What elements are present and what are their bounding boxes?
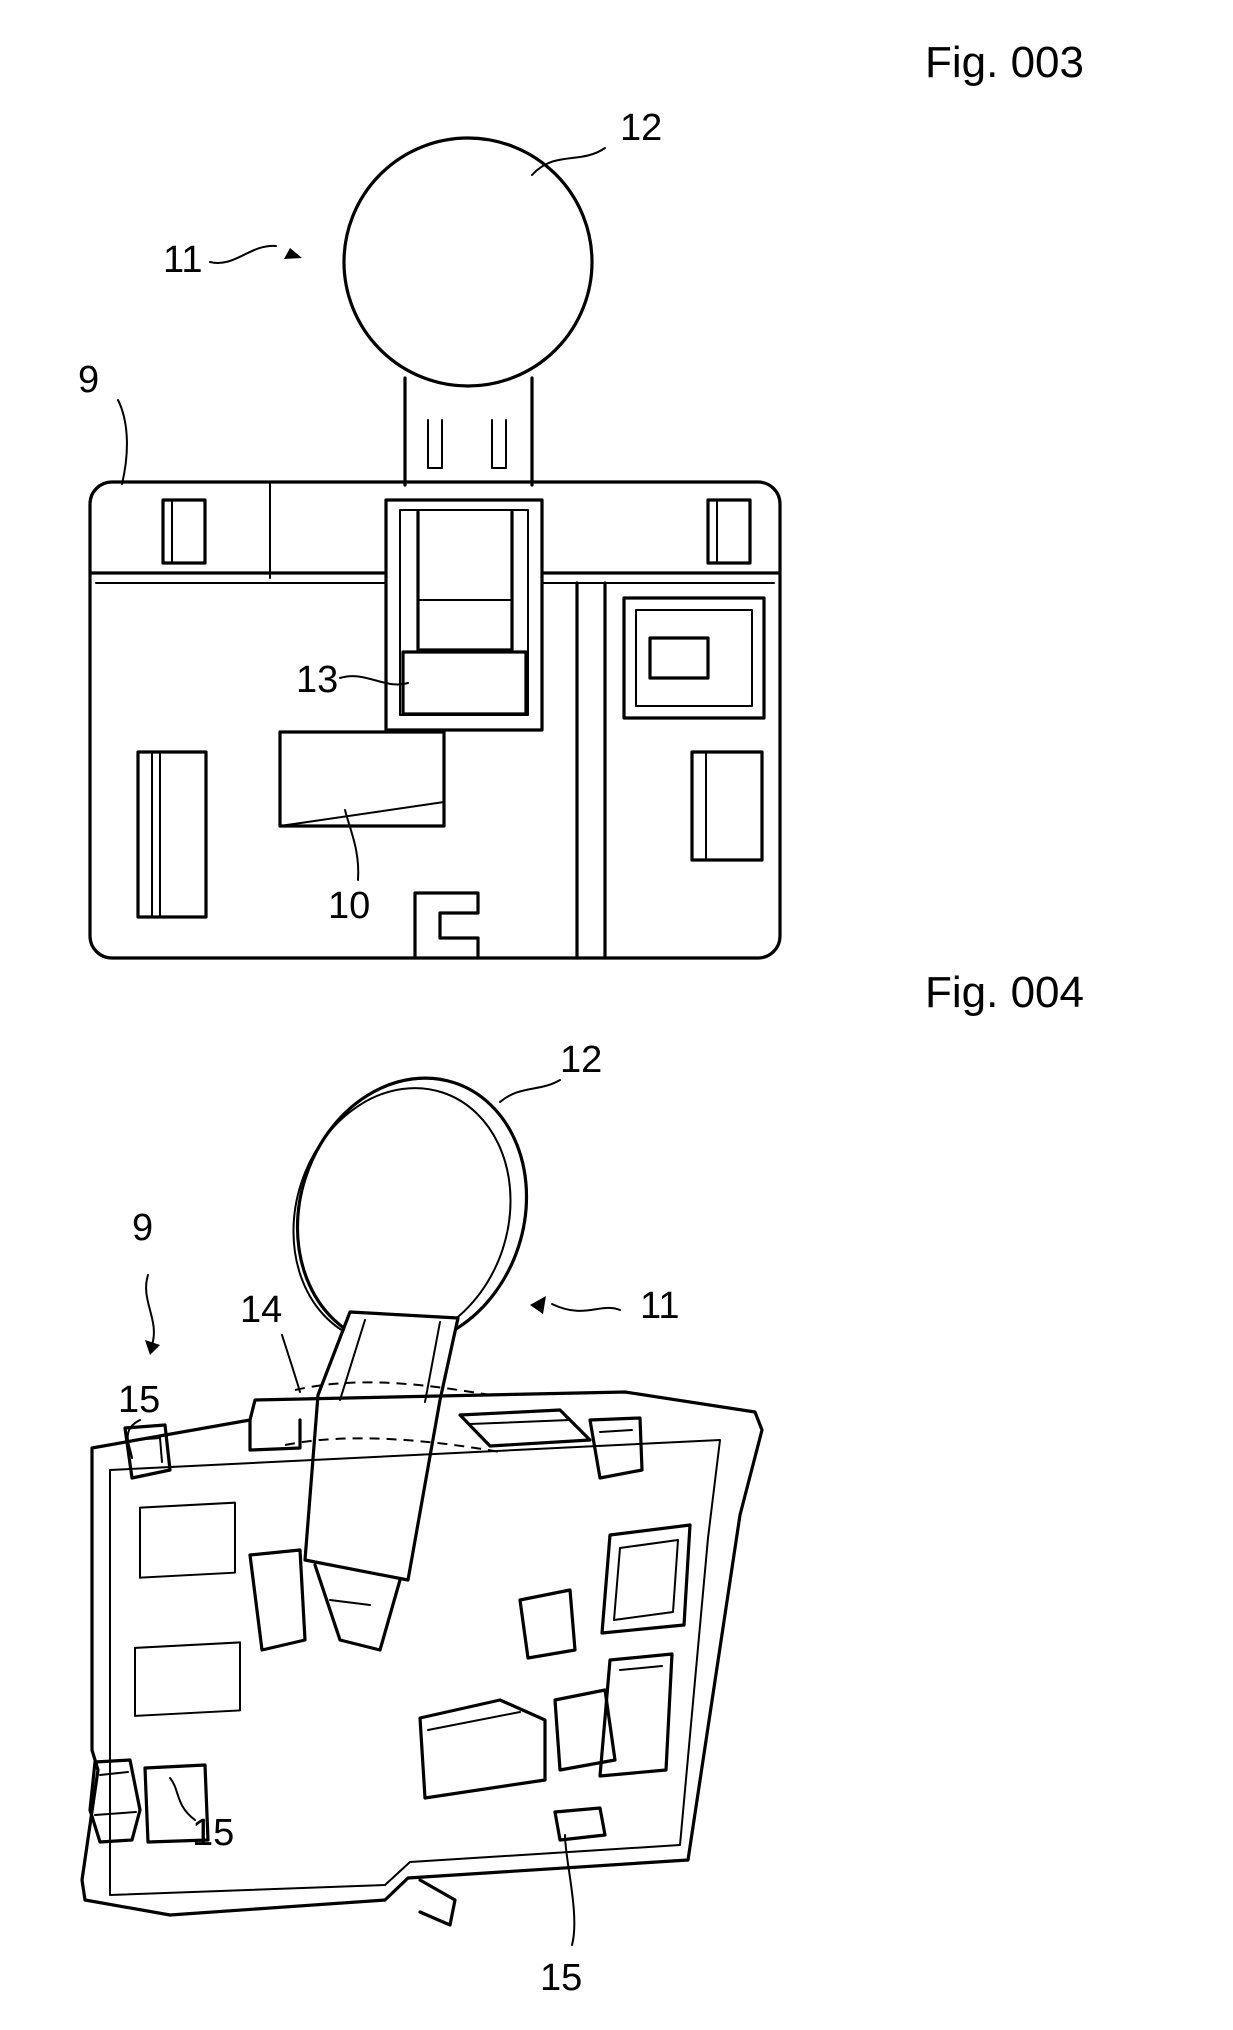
fig4-label-12: 12 [560, 1039, 602, 1081]
fig3-bottom-clip [415, 893, 478, 958]
fig3-stem [405, 378, 532, 485]
fig4-clip-top-right-inner [600, 1430, 632, 1432]
fig3-right-window [692, 752, 762, 860]
fig4-top-step-left [250, 1420, 300, 1450]
fig3-label-12: 12 [620, 107, 662, 149]
fig4-arrow-11 [530, 1296, 546, 1314]
fig4-label-15-mid-left: 15 [192, 1812, 234, 1854]
fig4-latch-prongs [315, 1565, 400, 1650]
fig4-left-comp-1 [140, 1503, 235, 1578]
fig4-left-comp-2 [135, 1642, 240, 1716]
fig4-label-14: 14 [240, 1289, 282, 1331]
fig3-part-10-edge [280, 802, 444, 826]
fig4-leader-11 [552, 1304, 620, 1311]
fig3-right-recess [624, 598, 764, 718]
fig-004-drawing: 12 11 9 14 15 15 15 [82, 1039, 762, 1999]
fig4-leader-9 [146, 1275, 154, 1345]
fig4-left-block [250, 1550, 305, 1650]
fig3-label-13: 13 [296, 659, 338, 701]
fig4-leader-14 [282, 1335, 300, 1392]
fig4-label-15-top-left: 15 [118, 1379, 160, 1421]
fig4-right-comp-1-inner [614, 1540, 678, 1620]
fig3-label-9: 9 [78, 359, 99, 401]
fig4-center-wedge [420, 1700, 545, 1798]
fig4-clip-mid-left-inner [95, 1772, 136, 1815]
fig3-label-10: 10 [328, 885, 370, 927]
fig3-left-window-inner [152, 752, 160, 917]
fig3-window-right [708, 500, 750, 563]
fig4-label-15-bottom: 15 [540, 1957, 582, 1999]
fig3-left-window [138, 752, 206, 917]
fig3-right-recess-core [650, 638, 708, 678]
fig4-top-ridge-line [470, 1420, 570, 1424]
fig4-clip-bottom-right [555, 1808, 605, 1840]
fig4-right-comp-2 [600, 1654, 672, 1776]
fig4-right-block [520, 1590, 575, 1658]
fig4-right-comp-2-inner [620, 1666, 662, 1670]
fig3-part-10 [280, 732, 444, 826]
fig3-leader-10 [345, 810, 358, 880]
fig4-top-ridge [460, 1410, 590, 1446]
fig3-divider [577, 583, 605, 958]
fig3-right-recess-inner [636, 610, 752, 706]
fig4-leader-12 [500, 1080, 560, 1102]
fig3-stem-slots [428, 420, 506, 468]
fig3-latch-housing [386, 500, 542, 730]
fig3-ball-head [344, 138, 592, 386]
fig3-leader-11 [210, 246, 276, 263]
fig3-window-left [163, 500, 205, 563]
fig4-latch-prong-line [330, 1600, 370, 1605]
fig3-label-11: 11 [163, 239, 202, 281]
fig-003-drawing: 12 11 9 13 10 [78, 107, 780, 958]
fig4-clip-top-left-inner [133, 1438, 162, 1462]
fig4-label-9: 9 [132, 1207, 153, 1249]
fig4-clip-top-left [125, 1425, 170, 1478]
fig3-leader-9 [118, 400, 127, 484]
fig4-label-11: 11 [640, 1285, 679, 1327]
fig4-clip-top-right [590, 1418, 642, 1478]
fig4-bottom-foot [420, 1880, 455, 1925]
fig3-arrow-11 [284, 248, 302, 259]
